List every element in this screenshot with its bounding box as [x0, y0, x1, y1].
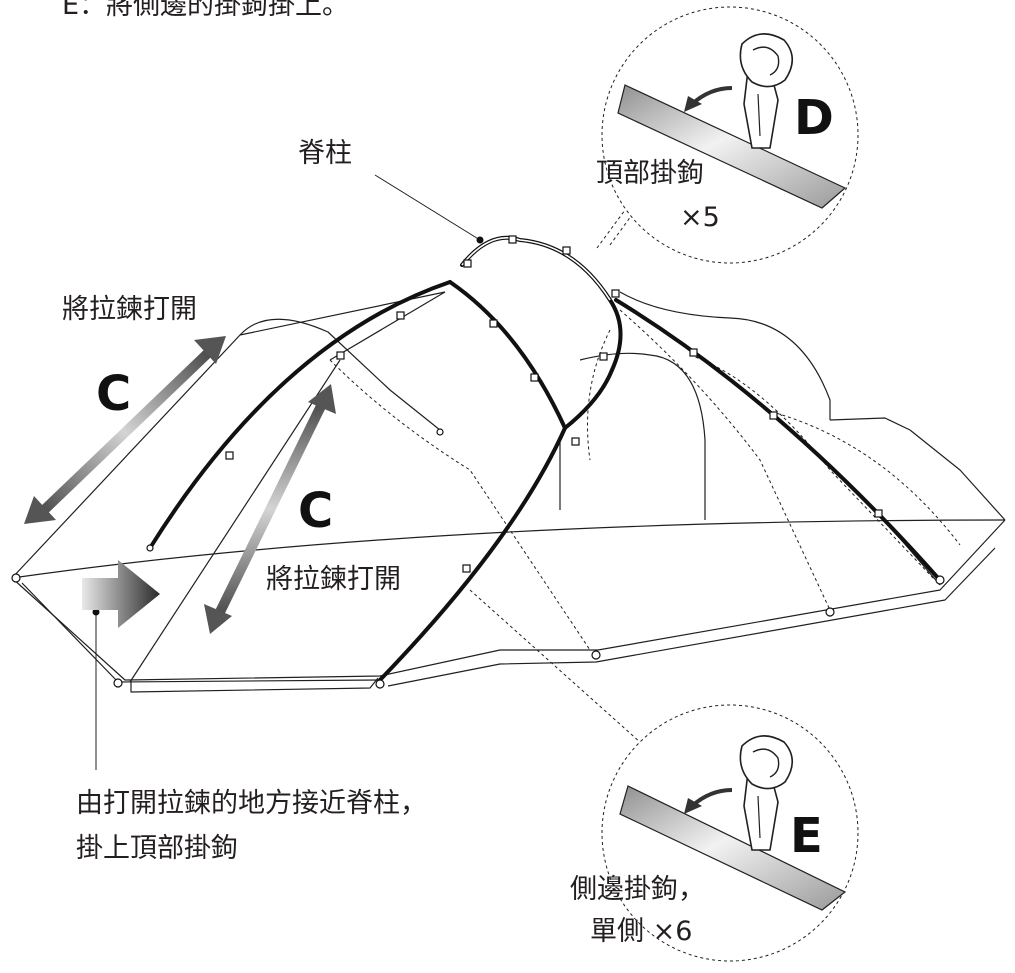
top-hook-label: 頂部掛鉤: [596, 158, 704, 189]
instruction-heading: E：將側邊的掛鉤掛上。: [62, 0, 350, 21]
tent-poles: [148, 235, 940, 682]
zipper-arrow-upper: [24, 336, 226, 524]
entry-direction-arrow: [82, 560, 160, 628]
detail-circle-d: [601, 6, 859, 264]
inner-tent-lines: [329, 189, 961, 761]
spine-point-dot: [476, 236, 484, 244]
marker-c-lower: C: [298, 483, 334, 539]
side-hook-count: 單側 ×6: [590, 916, 693, 947]
detail-circle-e: [601, 704, 859, 962]
pole-highlight: [461, 236, 611, 301]
approach-instruction-line2: 掛上頂部掛鉤: [76, 833, 238, 864]
zipper-open-label-upper: 將拉鍊打開: [62, 294, 197, 325]
marker-d: D: [794, 90, 834, 146]
zipper-arrow-lower: [204, 384, 336, 634]
approach-point-dot: [92, 608, 100, 616]
leader-lines: [95, 174, 481, 770]
spine-label: 脊柱: [298, 138, 352, 169]
marker-c-upper: C: [96, 366, 132, 422]
approach-instruction-line1: 由打開拉鍊的地方接近脊柱，: [76, 788, 427, 819]
pole-clips: [225, 235, 883, 573]
top-hook-count: ×5: [680, 202, 720, 233]
zipper-open-label-lower: 將拉鍊打開: [266, 564, 401, 595]
stake-loops: [11, 428, 945, 689]
marker-e: E: [790, 808, 823, 864]
side-hook-label: 側邊掛鉤，: [570, 874, 705, 905]
